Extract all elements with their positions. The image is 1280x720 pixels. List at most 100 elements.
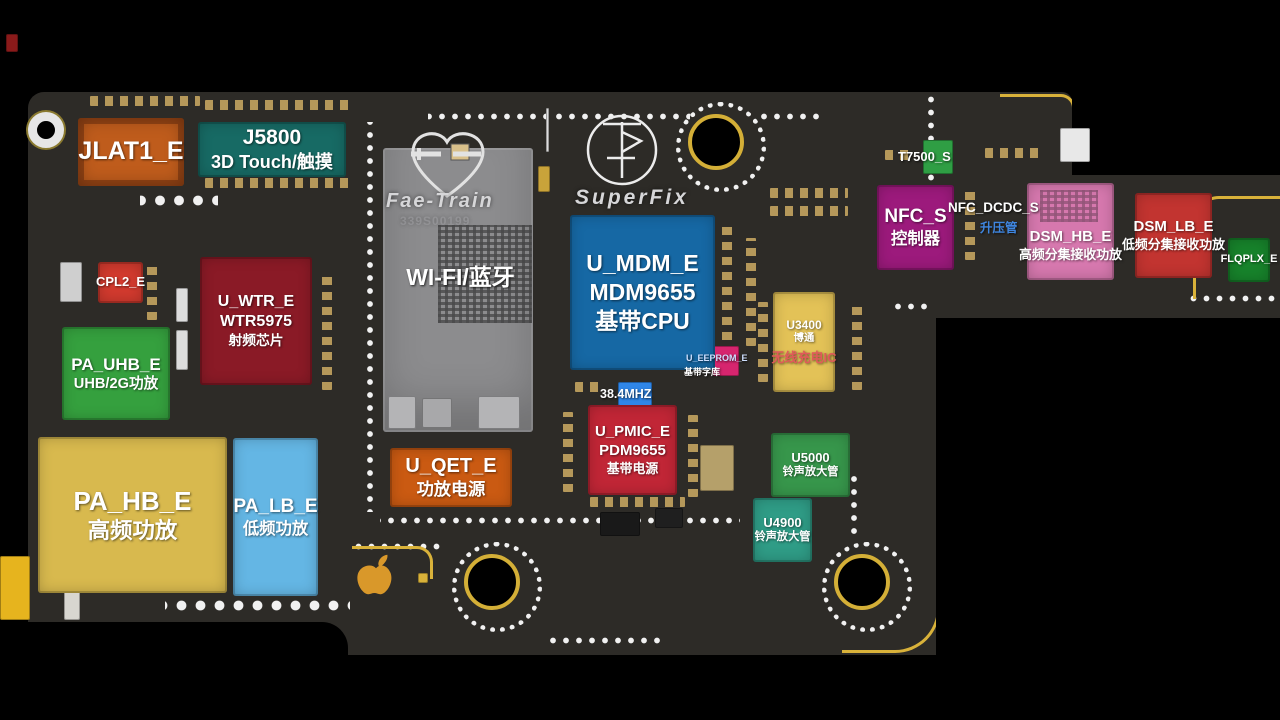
component-t7500-label: T7500_S: [898, 149, 951, 164]
component-cpl2: CPL2_E: [95, 262, 146, 303]
component-u5000: U5000 铃声放大管: [771, 433, 850, 497]
wifi-shield-qr-texture: [438, 225, 532, 323]
component-xtal-label: 38.4MHZ: [600, 387, 652, 401]
component-label: CPL2_E: [95, 274, 146, 290]
component-u4900: U4900 铃声放大管: [753, 498, 812, 562]
component-j5800: J5800 3D Touch/触摸: [198, 122, 346, 177]
fae-train-logo-icon: [405, 124, 489, 204]
solder-pads: [563, 412, 573, 492]
component-part: PDM9655: [599, 441, 666, 459]
apple-logo: [348, 552, 404, 606]
solder-pads: [746, 238, 756, 346]
component-u3400: U3400 博通 无线充电IC: [771, 292, 837, 392]
component-label: NFC_S: [884, 206, 947, 228]
shield-connector: [388, 396, 416, 429]
component-label: U_MDM_E: [586, 250, 699, 277]
component-label: DSM_LB_E: [1133, 218, 1214, 236]
component-xtal-chip: [618, 382, 652, 406]
small-chip: [176, 330, 188, 370]
solder-pads: [205, 100, 355, 110]
component-label: PA_HB_E: [73, 485, 192, 516]
component-desc: 功放电源: [416, 479, 486, 500]
component-desc: 控制器: [891, 230, 940, 249]
via-dots-row: [888, 300, 934, 313]
board-cutout-top-right: [1072, 88, 1280, 175]
small-chip: [655, 508, 683, 528]
small-chip: [60, 262, 82, 302]
component-label: U_WTR_E: [217, 293, 295, 311]
silk-divider: [546, 108, 549, 152]
via-dots-column: [364, 122, 376, 512]
component-label: U_QET_E: [405, 455, 497, 478]
component-brand: 博通: [793, 332, 815, 344]
component-u-wtr: U_WTR_E WTR5975 射频芯片: [200, 257, 312, 385]
solder-pads: [965, 190, 975, 260]
component-dsm-lb: DSM_LB_E 低频分集接收功放: [1122, 193, 1225, 278]
via-dots-row: [380, 514, 740, 527]
component-nfc-dcdc-desc: 升压管: [980, 221, 1018, 235]
solder-pads: [758, 302, 768, 382]
gold-trace: [352, 546, 433, 579]
solder-pads: [985, 148, 1040, 158]
solder-pads: [852, 300, 862, 390]
solder-pads: [770, 206, 848, 216]
component-u-pmic: U_PMIC_E PDM9655 基带电源: [588, 405, 677, 495]
small-chip: [700, 445, 734, 491]
component-desc: UHB/2G功放: [73, 375, 159, 392]
component-part: WTR5975: [219, 313, 293, 331]
screw-hole-via-ring: [676, 102, 766, 192]
solder-pads: [688, 415, 698, 497]
component-desc: 高频功放: [87, 518, 178, 544]
component-pa-uhb: PA_UHB_E UHB/2G功放: [62, 327, 170, 420]
superfix-logo-icon: [583, 110, 661, 188]
screw-hole: [688, 114, 744, 170]
via-dots-row: [545, 634, 665, 647]
component-u-eeprom-label: U_EEPROM_E: [686, 353, 748, 363]
gold-pad: [418, 573, 428, 583]
component-label: U5000: [791, 449, 830, 465]
solder-pads: [722, 225, 732, 355]
component-jlat1: JLAT1_E: [78, 118, 184, 186]
shield-connector: [422, 398, 452, 428]
screw-hole-via-ring: [452, 542, 542, 632]
shield-connector: [478, 396, 520, 429]
via-dots-row: [428, 110, 690, 123]
component-desc: 铃声放大管: [754, 531, 811, 544]
component-desc: 高频分集接收功放: [1018, 246, 1123, 262]
component-label: U4900: [763, 514, 802, 530]
component-nfc-s: NFC_S 控制器: [877, 185, 954, 270]
notch-connector: [1060, 128, 1090, 162]
component-label: FLQPLX_E: [1220, 253, 1278, 266]
component-label: U_PMIC_E: [594, 423, 671, 441]
via-dots-column: [848, 475, 860, 535]
solder-pads: [885, 150, 910, 160]
component-desc: 无线充电IC: [771, 349, 837, 365]
solder-pads: [90, 96, 200, 106]
via-dots-row: [755, 110, 825, 123]
solder-pads: [205, 178, 350, 188]
component-label: PA_UHB_E: [71, 354, 161, 374]
via-dots-row: [165, 597, 350, 614]
dsm-hb-texture: [1040, 190, 1098, 222]
wifi-module-serial: 339S00199: [400, 214, 471, 228]
component-desc: 低频分集接收功放: [1121, 236, 1226, 252]
small-chip: [600, 512, 640, 536]
solder-pads: [322, 270, 332, 390]
component-desc: 基带CPU: [595, 307, 690, 334]
component-nfc-dcdc-label: NFC_DCDC_S: [948, 200, 1039, 215]
component-u-qet: U_QET_E 功放电源: [390, 448, 512, 507]
board-cutout-bottom-right: [936, 318, 1280, 720]
component-desc: 铃声放大管: [782, 466, 839, 479]
solder-pads: [147, 262, 157, 320]
small-chip: [538, 166, 550, 192]
small-chip: [6, 34, 18, 52]
component-desc: 基带电源: [606, 460, 659, 476]
component-wifi-label: WI-FI/蓝牙: [406, 264, 515, 290]
superfix-watermark: SuperFix: [575, 186, 689, 209]
solder-pads: [575, 382, 605, 392]
component-pa-hb: PA_HB_E 高频功放: [38, 437, 227, 593]
component-label: PA_LB_E: [233, 495, 318, 517]
component-desc: 射频芯片: [228, 333, 284, 349]
component-label: JLAT1_E: [78, 137, 184, 166]
